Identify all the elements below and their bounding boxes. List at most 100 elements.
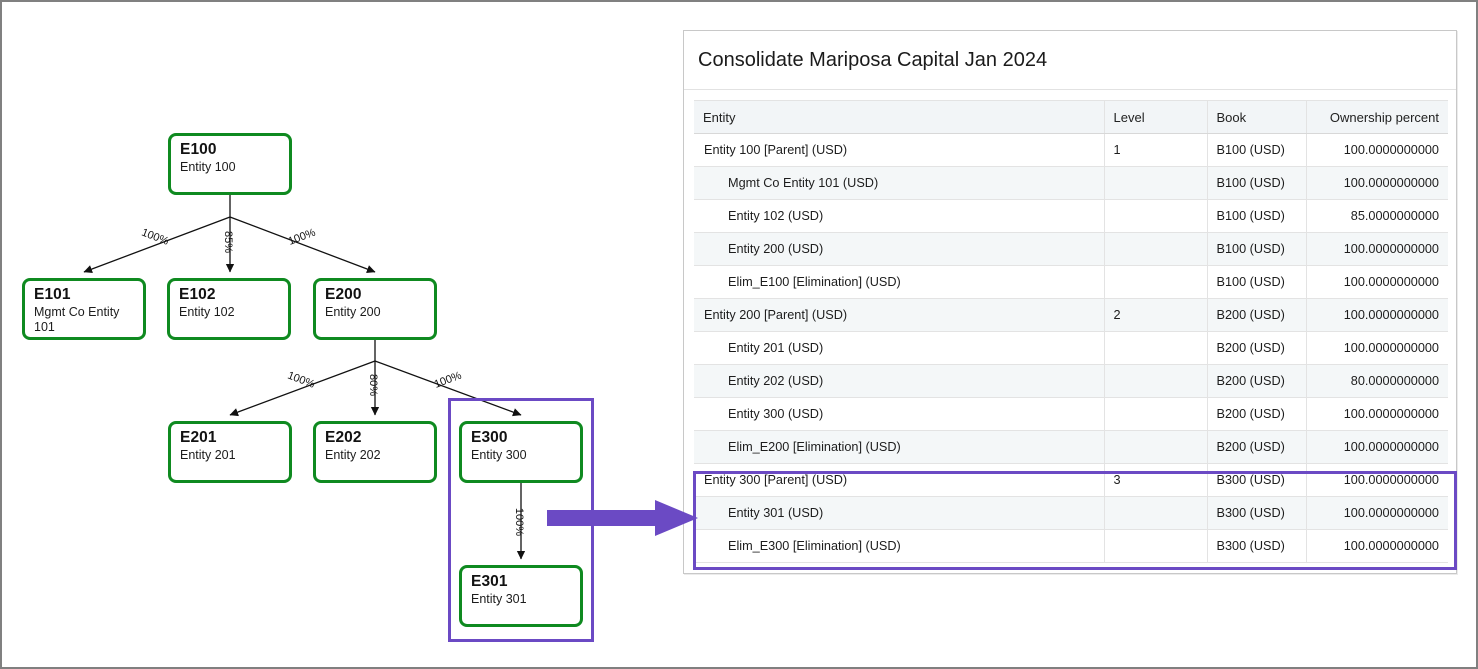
cell-level: 3 bbox=[1104, 463, 1208, 497]
diagram-edges: 100% 85% 100% 100% 80% 100% 100% bbox=[83, 195, 526, 560]
cell-book: B300 (USD) bbox=[1207, 496, 1307, 530]
node-name: Mgmt Co Entity 101 bbox=[34, 305, 120, 334]
node-e301[interactable]: E301 Entity 301 bbox=[459, 565, 583, 627]
edge-label-e100-e102: 85% bbox=[222, 231, 234, 253]
cell-level bbox=[1104, 496, 1208, 530]
cell-book: B200 (USD) bbox=[1207, 298, 1307, 332]
cell-ownership-percent: 100.0000000000 bbox=[1306, 133, 1448, 167]
cell-ownership-percent: 100.0000000000 bbox=[1306, 529, 1448, 563]
cell-entity: Entity 102 (USD) bbox=[694, 199, 1105, 233]
table-row[interactable]: Entity 201 (USD)B200 (USD)100.0000000000 bbox=[694, 331, 1448, 365]
edge-label-e200-e201: 100% bbox=[286, 370, 317, 391]
flow-arrow-icon bbox=[547, 500, 698, 536]
node-name: Entity 201 bbox=[180, 448, 236, 462]
cell-entity: Elim_E200 [Elimination] (USD) bbox=[694, 430, 1105, 464]
cell-entity: Entity 201 (USD) bbox=[694, 331, 1105, 365]
node-e101[interactable]: E101 Mgmt Co Entity 101 bbox=[22, 278, 146, 340]
cell-entity: Entity 301 (USD) bbox=[694, 496, 1105, 530]
cell-ownership-percent: 100.0000000000 bbox=[1306, 397, 1448, 431]
table-row[interactable]: Entity 300 (USD) B200 (USD)100.0000000000 bbox=[694, 397, 1448, 431]
cell-entity: Entity 300 (USD) bbox=[694, 397, 1105, 431]
cell-book: B100 (USD) bbox=[1207, 232, 1307, 266]
cell-level bbox=[1104, 166, 1208, 200]
cell-entity: Elim_E100 [Elimination] (USD) bbox=[694, 265, 1105, 299]
node-e102[interactable]: E102 Entity 102 bbox=[167, 278, 291, 340]
cell-book: B200 (USD) bbox=[1207, 364, 1307, 398]
cell-ownership-percent: 100.0000000000 bbox=[1306, 331, 1448, 365]
ownership-table: Entity Level Book Ownership percent Enti… bbox=[694, 100, 1448, 563]
table-row[interactable]: Entity 202 (USD)B200 (USD)80.0000000000 bbox=[694, 364, 1448, 398]
node-name: Entity 300 bbox=[471, 448, 527, 462]
cell-book: B200 (USD) bbox=[1207, 430, 1307, 464]
node-e202[interactable]: E202 Entity 202 bbox=[313, 421, 437, 483]
node-e100[interactable]: E100 Entity 100 bbox=[168, 133, 292, 195]
cell-entity: Mgmt Co Entity 101 (USD) bbox=[694, 166, 1105, 200]
cell-entity: Entity 200 [Parent] (USD) bbox=[694, 298, 1105, 332]
node-code: E301 bbox=[471, 573, 508, 590]
cell-entity: Entity 100 [Parent] (USD) bbox=[694, 133, 1105, 167]
cell-ownership-percent: 100.0000000000 bbox=[1306, 166, 1448, 200]
node-name: Entity 202 bbox=[325, 448, 381, 462]
cell-level bbox=[1104, 397, 1208, 431]
cell-level bbox=[1104, 265, 1208, 299]
cell-book: B200 (USD) bbox=[1207, 397, 1307, 431]
cell-level bbox=[1104, 232, 1208, 266]
node-e300[interactable]: E300 Entity 300 bbox=[459, 421, 583, 483]
cell-level: 2 bbox=[1104, 298, 1208, 332]
node-code: E200 bbox=[325, 286, 362, 303]
cell-level bbox=[1104, 430, 1208, 464]
col-header-entity[interactable]: Entity bbox=[694, 100, 1105, 134]
cell-level bbox=[1104, 199, 1208, 233]
node-name: Entity 102 bbox=[179, 305, 235, 319]
table-row[interactable]: Mgmt Co Entity 101 (USD) B100 (USD)100.00… bbox=[694, 166, 1448, 200]
cell-ownership-percent: 100.0000000000 bbox=[1306, 463, 1448, 497]
table-row[interactable]: Elim_E300 [Elimination] (USD)B300 (USD)1… bbox=[694, 529, 1448, 563]
node-e201[interactable]: E201 Entity 201 bbox=[168, 421, 292, 483]
cell-ownership-percent: 85.0000000000 bbox=[1306, 199, 1448, 233]
node-code: E100 bbox=[180, 141, 217, 158]
cell-ownership-percent: 100.0000000000 bbox=[1306, 232, 1448, 266]
cell-entity: Entity 200 (USD) bbox=[694, 232, 1105, 266]
cell-level bbox=[1104, 364, 1208, 398]
node-code: E201 bbox=[180, 429, 217, 446]
cell-level: 1 bbox=[1104, 133, 1208, 167]
node-name: Entity 301 bbox=[471, 592, 527, 606]
cell-ownership-percent: 80.0000000000 bbox=[1306, 364, 1448, 398]
table-row[interactable]: Elim_E200 [Elimination] (USD)B200 (USD)1… bbox=[694, 430, 1448, 464]
cell-entity: Elim_E300 [Elimination] (USD) bbox=[694, 529, 1105, 563]
col-header-book[interactable]: Book bbox=[1207, 100, 1307, 134]
cell-book: B300 (USD) bbox=[1207, 463, 1307, 497]
cell-book: B100 (USD) bbox=[1207, 265, 1307, 299]
table-row[interactable]: Entity 200 (USD) B100 (USD)100.0000000000 bbox=[694, 232, 1448, 266]
table-row[interactable]: Entity 301 (USD) B300 (USD)100.0000000000 bbox=[694, 496, 1448, 530]
cell-level bbox=[1104, 331, 1208, 365]
cell-book: B100 (USD) bbox=[1207, 166, 1307, 200]
ownership-table-wrapper: Entity Level Book Ownership percent Enti… bbox=[694, 100, 1448, 563]
cell-level bbox=[1104, 529, 1208, 563]
edge-label-e300-e301: 100% bbox=[513, 508, 525, 536]
node-name: Entity 200 bbox=[325, 305, 381, 319]
cell-book: B100 (USD) bbox=[1207, 199, 1307, 233]
entity-hierarchy-diagram: 100% 85% 100% 100% 80% 100% 100% E100 En… bbox=[2, 2, 662, 667]
node-e200[interactable]: E200 Entity 200 bbox=[313, 278, 437, 340]
table-header-row: Entity Level Book Ownership percent bbox=[694, 100, 1448, 134]
node-code: E101 bbox=[34, 286, 71, 303]
table-row[interactable]: Entity 102 (USD) B100 (USD)85.0000000000 bbox=[694, 199, 1448, 233]
col-header-ownership-percent[interactable]: Ownership percent bbox=[1306, 100, 1448, 134]
cell-ownership-percent: 100.0000000000 bbox=[1306, 496, 1448, 530]
cell-ownership-percent: 100.0000000000 bbox=[1306, 298, 1448, 332]
node-name: Entity 100 bbox=[180, 160, 236, 174]
cell-book: B100 (USD) bbox=[1207, 133, 1307, 167]
cell-entity: Entity 300 [Parent] (USD) bbox=[694, 463, 1105, 497]
table-row[interactable]: Elim_E100 [Elimination] (USD) B100 (USD)1… bbox=[694, 265, 1448, 299]
node-code: E202 bbox=[325, 429, 362, 446]
cell-ownership-percent: 100.0000000000 bbox=[1306, 265, 1448, 299]
edge-label-e200-e202: 80% bbox=[367, 374, 379, 396]
col-header-level[interactable]: Level bbox=[1104, 100, 1208, 134]
consolidation-result-card: Consolidate Mariposa Capital Jan 2024 En… bbox=[683, 30, 1457, 574]
